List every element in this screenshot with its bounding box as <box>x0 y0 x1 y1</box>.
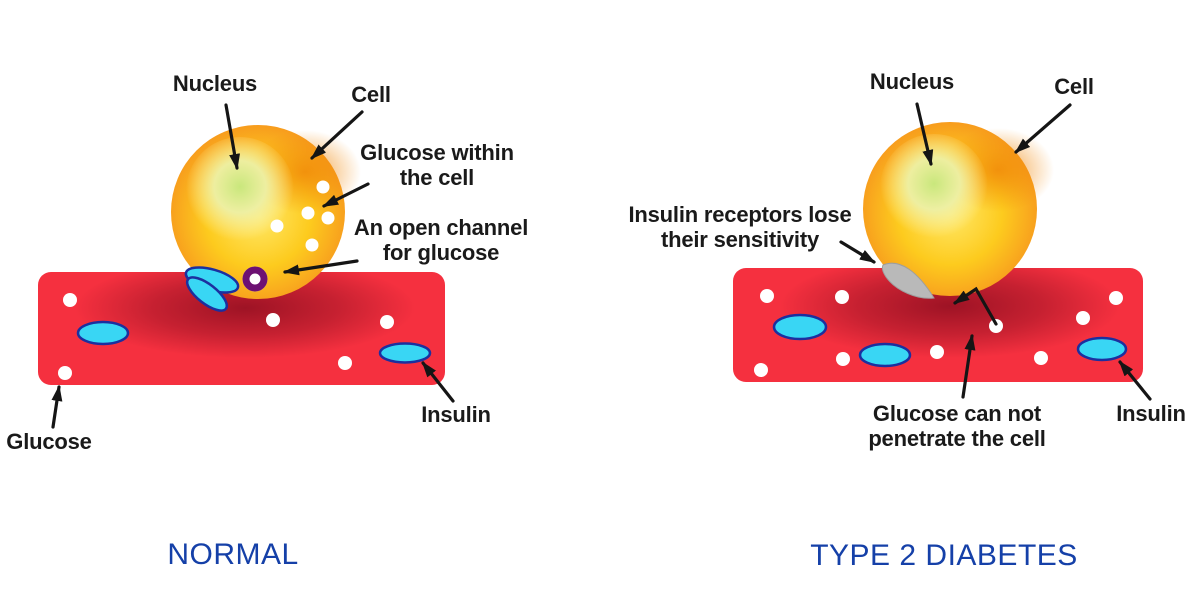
glucose-dot <box>760 289 774 303</box>
glucose-dot <box>58 366 72 380</box>
insulin-ellipse <box>76 320 130 346</box>
open-glucose-channel <box>242 266 268 292</box>
insulin-receptor-bound <box>184 266 240 312</box>
label-nucleus-left: Nucleus <box>172 71 258 96</box>
nucleus-shape <box>880 134 988 242</box>
glucose-dots-in-blood-right <box>754 289 1123 377</box>
glucose-dots-in-blood-left <box>58 293 394 380</box>
glucose-dot <box>63 293 77 307</box>
glucose-dots-in-cell <box>270 180 335 252</box>
glucose-dot <box>1034 351 1048 365</box>
arrow-glucose-left <box>51 385 63 429</box>
arrow-open-channel <box>283 259 359 276</box>
leader-arrows <box>51 102 1152 429</box>
label-glucose-within: Glucose within the cell <box>360 140 514 190</box>
glucose-dot <box>835 290 849 304</box>
type2-cell <box>863 122 1054 296</box>
glucose-dot <box>836 352 850 366</box>
arrow-glucose-within <box>322 182 370 208</box>
insulin-in-blood-left <box>76 320 432 364</box>
arrow-receptors <box>839 240 876 264</box>
glucose-dot <box>338 356 352 370</box>
channel-ring <box>242 266 268 292</box>
insulin-ellipse <box>858 342 912 368</box>
insulin-ellipse <box>772 313 828 341</box>
glucose-dot <box>321 211 335 225</box>
arrow-insulin-right <box>1118 360 1152 401</box>
arrow-nucleus-right <box>915 102 934 166</box>
insulin-petal <box>185 276 229 312</box>
blood-shadow <box>780 268 1120 358</box>
label-insulin-right: Insulin <box>1116 401 1186 426</box>
insulin-ellipse <box>1076 336 1128 362</box>
label-glucose-blocked: Glucose can not penetrate the cell <box>868 401 1046 451</box>
glucose-dot <box>301 206 315 220</box>
label-nucleus-right: Nucleus <box>869 69 955 94</box>
arrow-glucose-deflected <box>953 286 998 326</box>
insulin-in-blood-right <box>772 313 1128 368</box>
caption-type2: TYPE 2 DIABETES <box>810 539 1078 572</box>
caption-normal: NORMAL <box>167 538 299 571</box>
label-receptors: Insulin receptors lose their sensitivity <box>628 202 852 252</box>
glucose-dot <box>989 319 1003 333</box>
label-glucose-left: Glucose <box>6 429 92 454</box>
glucose-dot <box>316 180 330 194</box>
label-open-channel: An open channel for glucose <box>353 215 529 265</box>
glucose-dot <box>1109 291 1123 305</box>
label-cell-left: Cell <box>351 82 391 107</box>
label-insulin-left: Insulin <box>421 402 491 427</box>
glucose-dot <box>754 363 768 377</box>
arrow-nucleus-left <box>224 103 241 170</box>
glucose-dot <box>270 219 284 233</box>
glucose-dot <box>380 315 394 329</box>
glucose-dot <box>305 238 319 252</box>
insulin-ellipse <box>378 342 432 364</box>
arrow-glucose-blocked <box>961 334 976 399</box>
glucose-dot <box>930 345 944 359</box>
arrow-cell-left <box>310 110 364 160</box>
nucleus-shape <box>186 137 294 245</box>
normal-cell <box>171 125 361 299</box>
insensitive-receptor-shape <box>881 262 935 299</box>
glucose-dot <box>266 313 280 327</box>
glucose-dot <box>1076 311 1090 325</box>
arrow-insulin-left <box>421 361 455 403</box>
blood-shadow <box>75 272 415 358</box>
arrow-cell-right <box>1014 103 1072 154</box>
label-cell-right: Cell <box>1054 74 1094 99</box>
